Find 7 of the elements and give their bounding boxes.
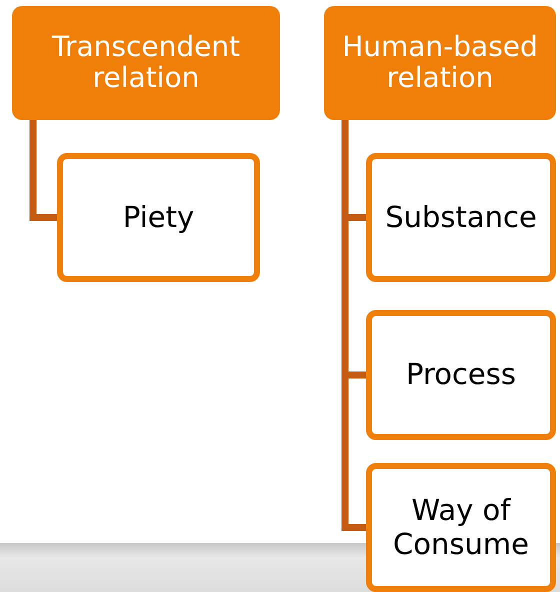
item-box: Substance xyxy=(366,153,556,282)
item-box: Way of Consume xyxy=(366,463,556,592)
item-box: Process xyxy=(366,310,556,440)
item-box: Piety xyxy=(57,153,260,282)
category-box: Transcendent relation xyxy=(12,6,280,120)
connector-line xyxy=(30,120,57,221)
category-box: Human-based relation xyxy=(324,6,556,120)
